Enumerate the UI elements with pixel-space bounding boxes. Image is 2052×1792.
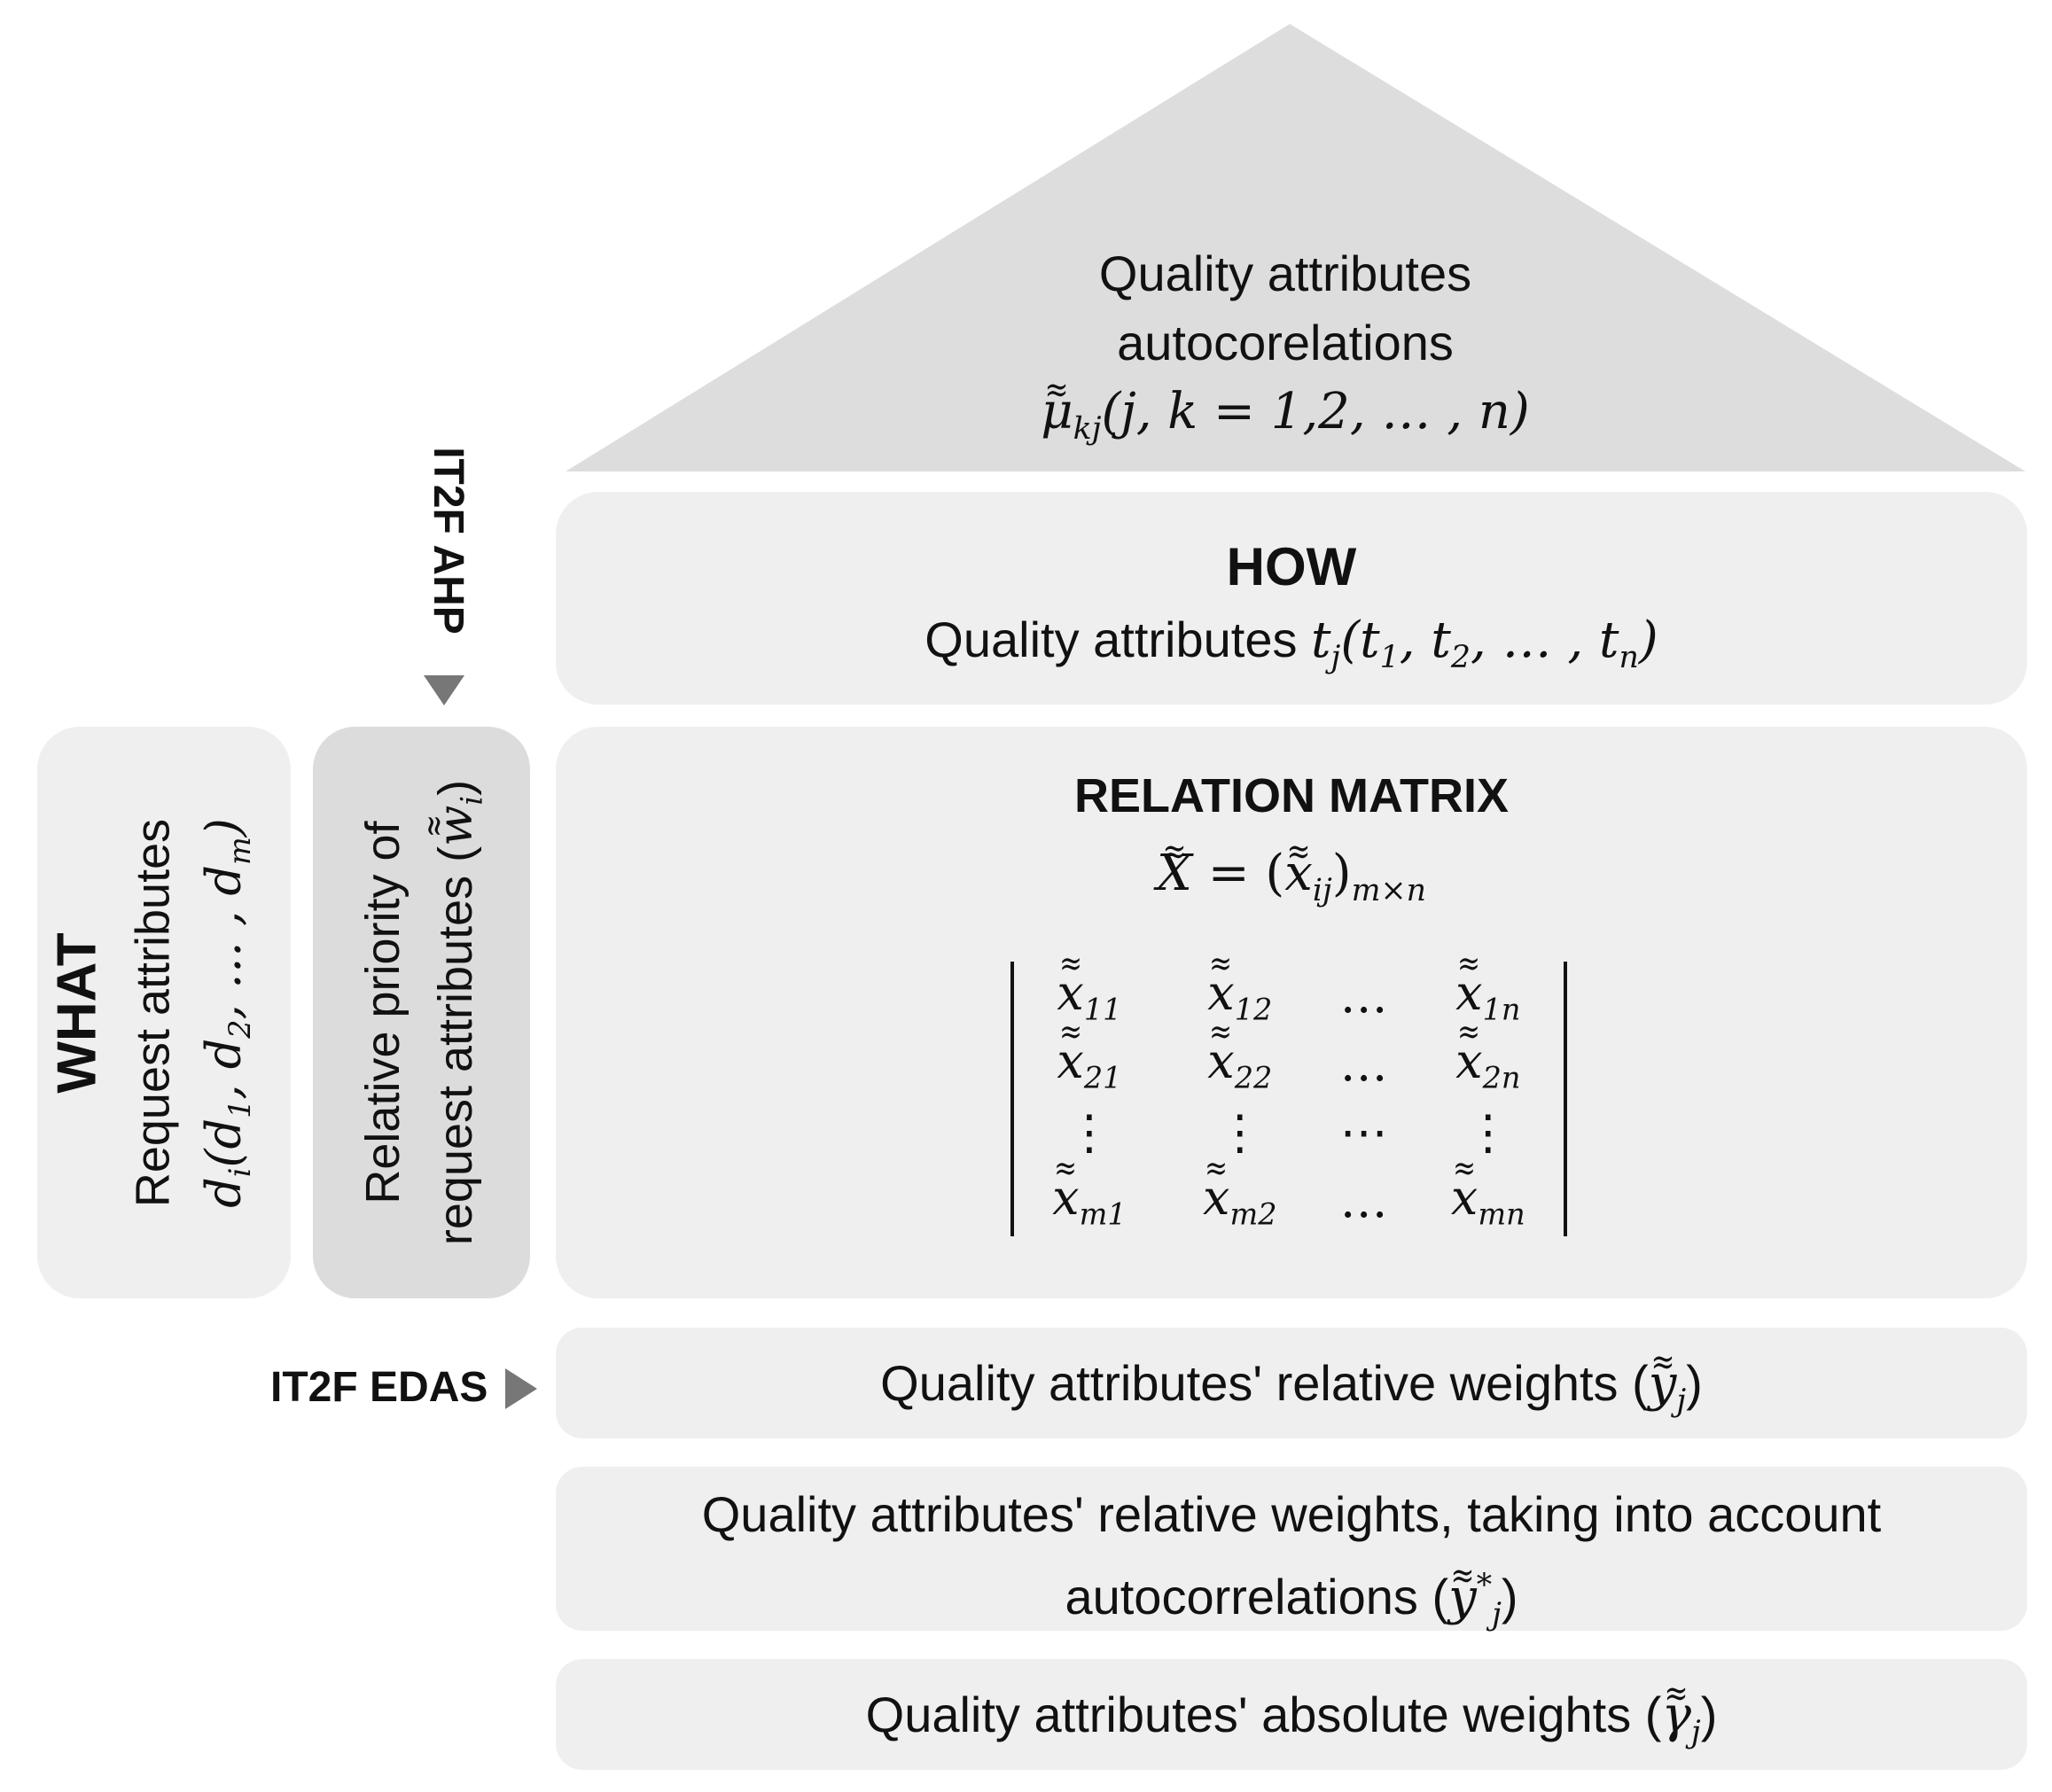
what-box: [37, 727, 291, 1298]
priority-content: Relative priority of request attributes …: [313, 727, 530, 1298]
matrix-cell: x21: [1014, 1030, 1165, 1098]
matrix-cell: x1n: [1413, 962, 1564, 1030]
relative-weights-text: Quality attributes' relative weights (yj…: [556, 1328, 2027, 1457]
matrix-cell: ⋮: [1065, 1104, 1113, 1160]
matrix-cell: xm2: [1165, 1166, 1315, 1235]
relation-matrix: x11x12 … x1n x21x22 … x2n ⋮ ⋮ ⋯ ⋮ xm1xm2 … xmn: [1010, 962, 1567, 1236]
matrix-cell: x11: [1014, 962, 1165, 1030]
relation-title: RELATION MATRIX: [1074, 769, 1509, 822]
matrix-row: ⋮ ⋮ ⋯ ⋮: [1014, 1098, 1564, 1166]
roof-triangle: [566, 24, 2025, 471]
absolute-weights-box: Quality attributes' absolute weights (γj…: [556, 1659, 2027, 1770]
how-box: HOW Quality attributes tj(t1, t2, … , tn…: [556, 492, 2027, 705]
autocorrelation-label: Quality attributes autocorelations μkj(j…: [975, 239, 1596, 464]
priority-line2: request attributes (wi): [419, 727, 509, 1298]
relation-formula: X = (xij)m×n: [556, 838, 2027, 926]
matrix-row: x21x22 … x2n: [1014, 1030, 1564, 1098]
arrow-down-icon: [424, 675, 464, 705]
it2f-ahp-label: IT2F AHP: [425, 447, 472, 635]
matrix-cell: …: [1339, 1036, 1388, 1092]
auto-weights-line2: autocorrelations (y*j): [556, 1550, 2027, 1650]
relation-matrix-box: RELATION MATRIX X = (xij)m×n: [556, 727, 2027, 1298]
roof-formula: μkj(j, k = 1,2, … , n): [975, 378, 1596, 464]
matrix-cell: ⋮: [1215, 1104, 1264, 1160]
matrix-cell: x12: [1165, 962, 1315, 1030]
absolute-weights-text: Quality attributes' absolute weights (γj…: [556, 1659, 2027, 1788]
arrow-right-icon: [505, 1368, 537, 1409]
roof-line2: autocorelations: [1117, 315, 1454, 370]
matrix-cell: x22: [1165, 1030, 1315, 1098]
matrix-cell: …: [1339, 968, 1388, 1024]
roof-line1: Quality attributes: [1098, 245, 1472, 301]
matrix-cell: xm1: [1014, 1166, 1165, 1235]
matrix-cell: …: [1339, 1173, 1388, 1228]
it2f-edas-label: IT2F EDAS: [270, 1364, 488, 1411]
matrix-cell: x2n: [1413, 1030, 1564, 1098]
matrix-cell: ⋯: [1339, 1104, 1388, 1160]
what-formula: di(d1, d2, … , dm): [195, 818, 258, 1208]
what-content: WHAT Request attributes di(d1, d2, … , d…: [38, 728, 292, 1299]
auto-weights-box: Quality attributes' relative weights, ta…: [556, 1467, 2027, 1632]
matrix-row: xm1xm2 … xmn: [1014, 1166, 1564, 1235]
auto-weights-line1: Quality attributes' relative weights, ta…: [701, 1486, 1882, 1542]
how-formula-line: Quality attributes tj(t1, t2, … , tn): [925, 612, 1658, 676]
relative-weights-box: Quality attributes' relative weights (yj…: [556, 1328, 2027, 1438]
matrix-cell: xmn: [1413, 1166, 1564, 1235]
priority-line1: Relative priority of: [356, 821, 410, 1204]
matrix-cell: ⋮: [1463, 1104, 1512, 1160]
what-title: WHAT: [46, 932, 108, 1094]
matrix-row: x11x12 … x1n: [1014, 962, 1564, 1030]
mu-symbol: μ: [1041, 378, 1073, 447]
how-title: HOW: [1226, 537, 1357, 596]
what-line1: Request attributes: [126, 818, 180, 1208]
